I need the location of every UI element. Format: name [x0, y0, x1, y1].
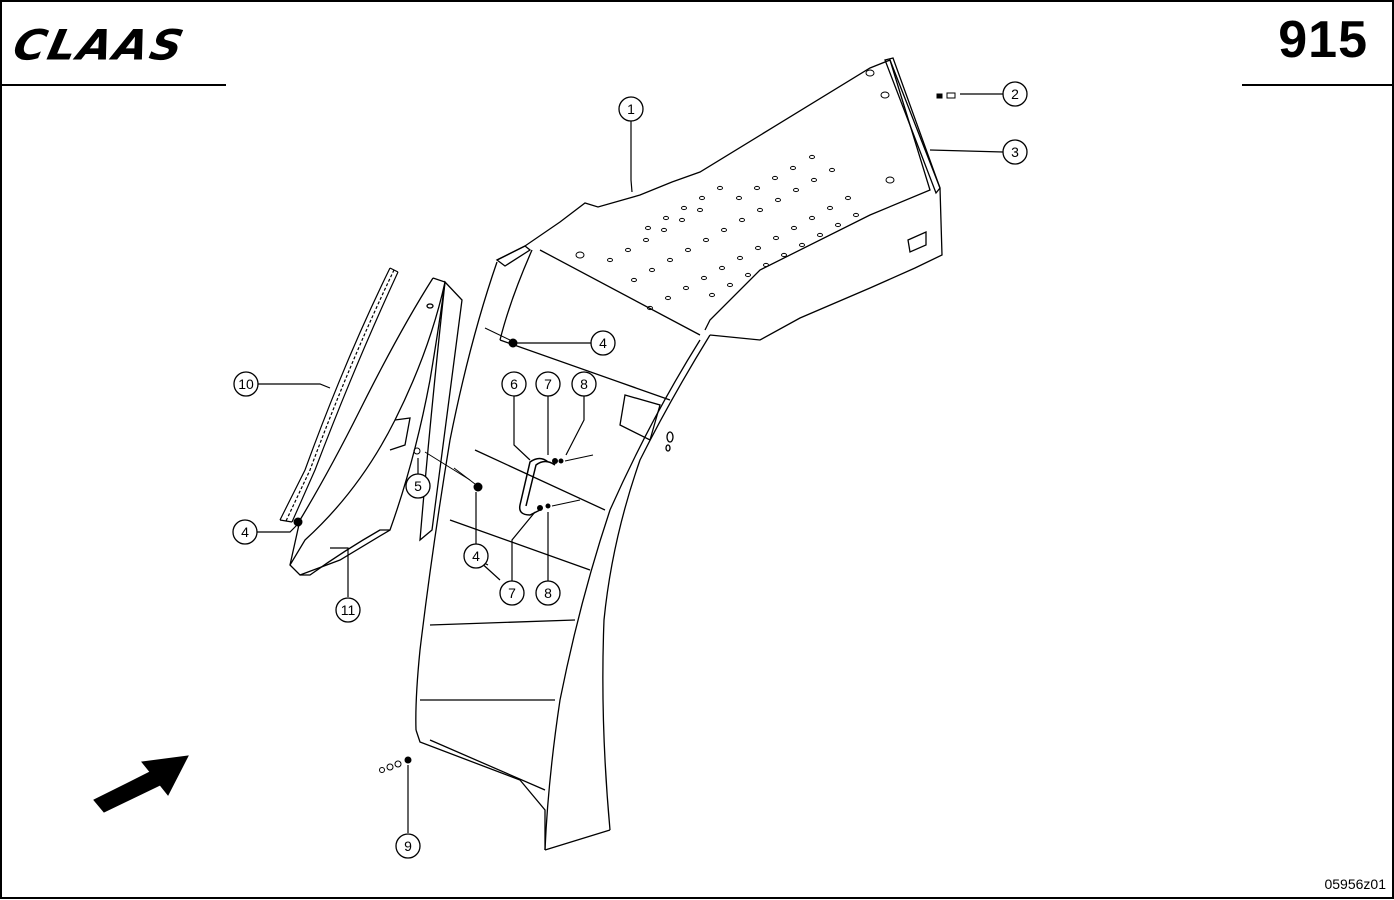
perforation-hole [607, 257, 613, 263]
callout-label: 8 [580, 376, 588, 392]
mounting-hole [865, 69, 875, 77]
callout-9: 9 [395, 833, 421, 859]
perforation-hole [791, 225, 797, 231]
side-panel-part [289, 277, 446, 576]
callout-4b: 4 [463, 543, 489, 569]
brand-logo: CLAAS [9, 21, 234, 70]
perforation-hole [829, 167, 835, 173]
callout-6: 6 [501, 371, 527, 397]
perforation-hole [643, 237, 649, 243]
perforation-hole [781, 252, 787, 258]
perforation-hole [754, 185, 760, 191]
callout-8a: 8 [571, 371, 597, 397]
grab-handle-part [518, 457, 556, 516]
perforation-hole [835, 222, 841, 228]
seal-strip-part [279, 267, 399, 523]
perforation-hole [683, 285, 689, 291]
perforation-hole [667, 257, 673, 263]
perforation-hole [845, 195, 851, 201]
perforation-hole [745, 272, 751, 278]
leader-lines [257, 93, 1004, 833]
perforation-hole [661, 227, 667, 233]
perforation-hole [701, 275, 707, 281]
perforation-hole [827, 205, 833, 211]
drawing-code: 05956z01 [1324, 876, 1386, 892]
perforation-hole [799, 242, 805, 248]
perforation-hole [625, 247, 631, 253]
callout-label: 7 [544, 376, 552, 392]
mounting-hole [575, 251, 585, 259]
callout-7a: 7 [535, 371, 561, 397]
callout-label: 9 [404, 838, 412, 854]
perforation-hole [809, 154, 815, 160]
callout-3: 3 [1002, 139, 1028, 165]
perforation-hole [681, 205, 687, 211]
fasteners [293, 92, 956, 773]
perforation-hole [685, 247, 691, 253]
perforation-hole [739, 217, 745, 223]
perforation-hole [736, 195, 742, 201]
perforation-hole [645, 225, 651, 231]
callout-10: 10 [233, 371, 259, 397]
perforation-hole [793, 187, 799, 193]
perforation-hole [631, 277, 637, 283]
callout-label: 4 [241, 524, 249, 540]
callout-4a: 4 [590, 330, 616, 356]
perforation-hole [721, 227, 727, 233]
callout-label: 3 [1011, 144, 1019, 160]
perforation-hole [719, 265, 725, 271]
callout-8b: 8 [535, 580, 561, 606]
fender-part [415, 57, 943, 851]
perforation-hole [663, 215, 669, 221]
callout-label: 2 [1011, 86, 1019, 102]
perforation-hole [737, 255, 743, 261]
perforation-hole [772, 175, 778, 181]
callout-11: 11 [335, 597, 361, 623]
callout-label: 11 [341, 602, 356, 618]
perforation-hole [699, 195, 705, 201]
perforation-hole [647, 305, 653, 311]
perforation-hole [790, 165, 796, 171]
perforation-hole [775, 197, 781, 203]
perforation-hole [757, 207, 763, 213]
perforation-hole [679, 217, 685, 223]
perforation-hole [755, 245, 761, 251]
callout-4c: 4 [232, 519, 258, 545]
perforation-hole [853, 212, 859, 218]
brand-logo-text: CLAAS [8, 21, 190, 70]
mounting-hole [880, 91, 890, 99]
platform-perforations [575, 69, 895, 311]
callout-7b: 7 [499, 580, 525, 606]
callout-2: 2 [1002, 81, 1028, 107]
callout-label: 4 [472, 548, 480, 564]
callout-5: 5 [405, 473, 431, 499]
callout-label: 5 [414, 478, 422, 494]
page-number: 915 [1278, 11, 1368, 69]
callout-label: 1 [627, 101, 635, 117]
perforation-hole [763, 262, 769, 268]
perforation-hole [817, 232, 823, 238]
perforation-hole [727, 282, 733, 288]
perforation-hole [811, 177, 817, 183]
callout-label: 10 [238, 376, 254, 392]
perforation-hole [665, 295, 671, 301]
callout-label: 7 [508, 585, 516, 601]
perforation-hole [649, 267, 655, 273]
direction-arrow-icon [93, 755, 189, 813]
perforation-hole [697, 207, 703, 213]
callout-label: 6 [510, 376, 518, 392]
inner-bracket-part [419, 280, 463, 542]
callout-1: 1 [618, 96, 644, 122]
perforation-hole [703, 237, 709, 243]
perforation-hole [809, 215, 815, 221]
callout-label: 4 [599, 335, 607, 351]
perforation-hole [709, 292, 715, 298]
perforation-hole [717, 185, 723, 191]
callout-label: 8 [544, 585, 552, 601]
perforation-hole [773, 235, 779, 241]
mounting-hole [885, 176, 895, 184]
